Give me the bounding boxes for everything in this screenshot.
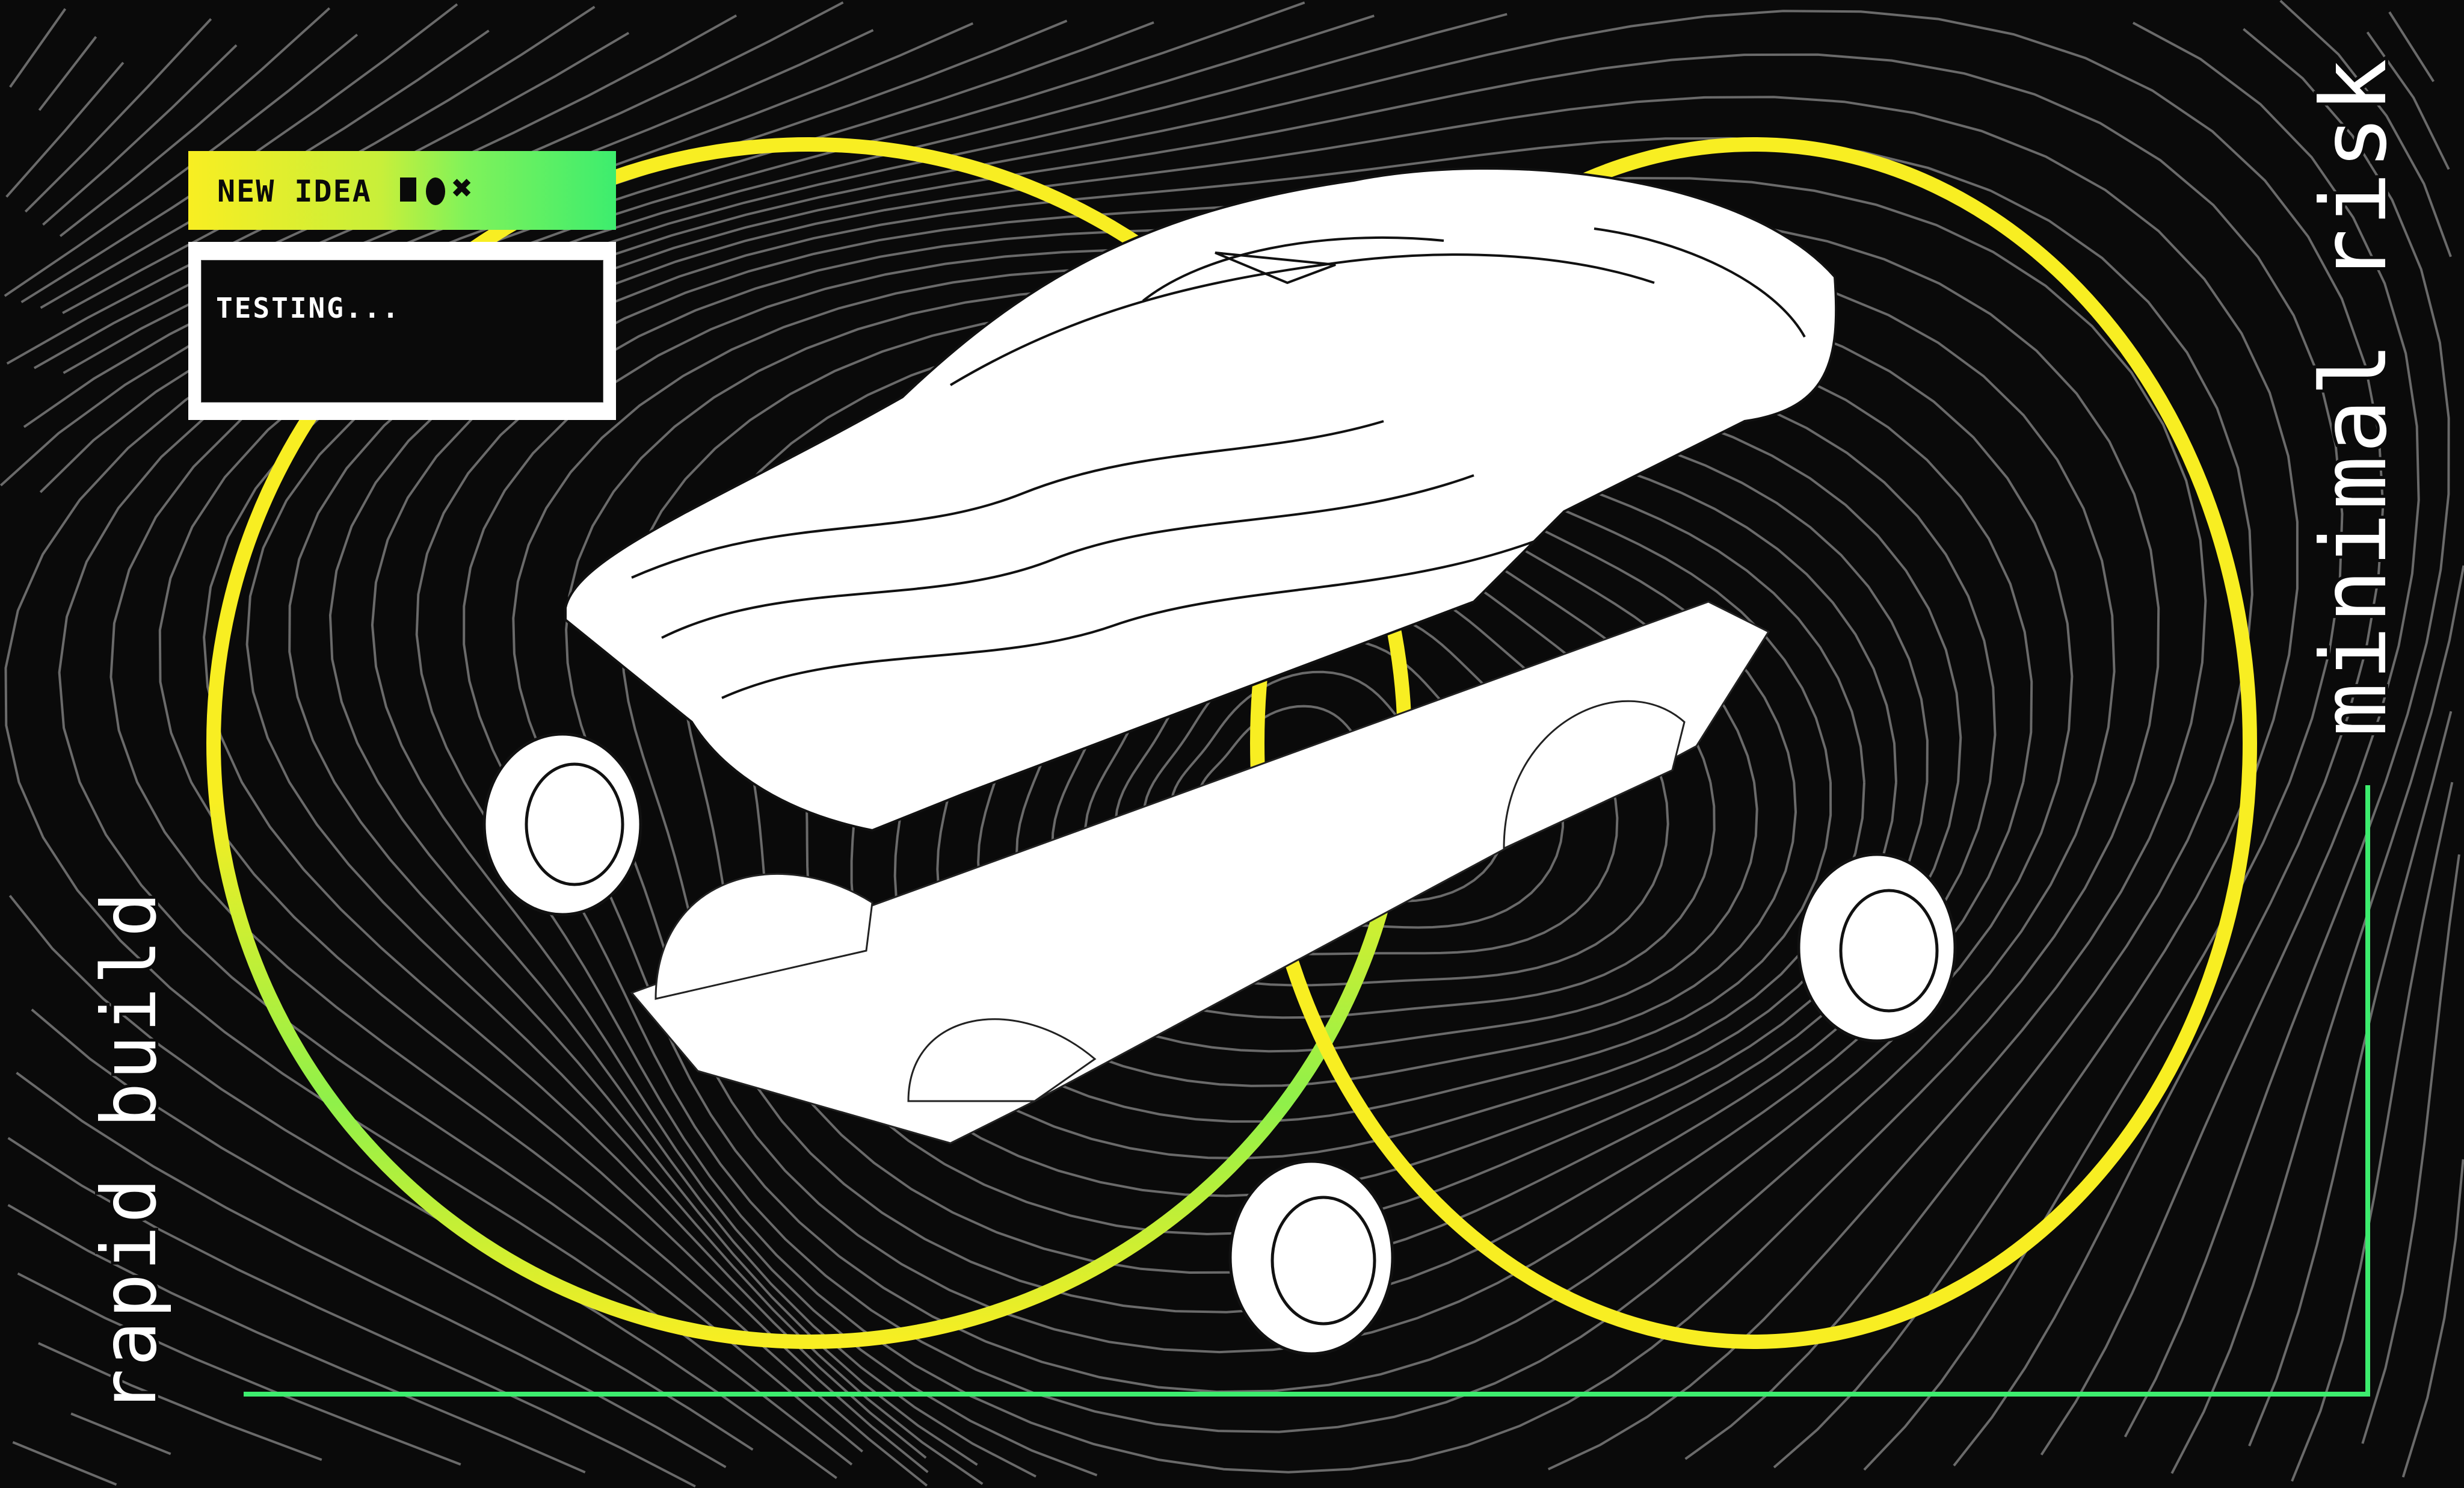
contour-line	[5, 61, 125, 198]
tagline-minimal-risk: minimal risk	[2302, 56, 2407, 737]
window-screen: TESTING...	[201, 260, 603, 403]
circle-icon[interactable]	[426, 178, 445, 205]
contour-line	[371, 176, 2207, 1477]
contour-line	[24, 18, 212, 213]
right-ring	[1250, 137, 2257, 1349]
wheels	[482, 732, 1957, 1356]
close-icon[interactable]: ✖	[452, 167, 473, 208]
status-text: TESTING...	[216, 292, 401, 324]
contour-line	[9, 8, 67, 88]
green-frame-line	[244, 785, 2370, 1397]
contour-line	[288, 96, 2299, 1469]
contour-line	[38, 36, 97, 111]
window-body: TESTING...	[188, 242, 616, 420]
contour-line	[1084, 572, 1619, 955]
window-titlebar[interactable]: NEW IDEA ✖	[188, 151, 616, 230]
contour-line	[4, 21, 2453, 1466]
contour-line	[1114, 604, 1565, 929]
car-chassis	[630, 600, 1770, 1144]
square-icon[interactable]	[400, 178, 416, 202]
car-body	[564, 167, 1838, 832]
contour-line	[8, 11, 2454, 1482]
tagline-rapid-build: rapid build	[86, 889, 173, 1414]
contour-line	[58, 0, 2464, 1474]
contour-line	[42, 44, 238, 226]
contour-line	[203, 10, 2385, 1467]
contour-line	[59, 7, 331, 237]
contour-line	[4, 33, 359, 297]
window-title: NEW IDEA	[217, 174, 372, 209]
wheel-front-right	[1228, 1159, 1394, 1356]
wheel-front-left	[482, 732, 642, 916]
wheel-rear-right	[1797, 853, 1957, 1043]
contour-line	[158, 13, 2420, 1474]
contour-line	[328, 137, 2253, 1478]
